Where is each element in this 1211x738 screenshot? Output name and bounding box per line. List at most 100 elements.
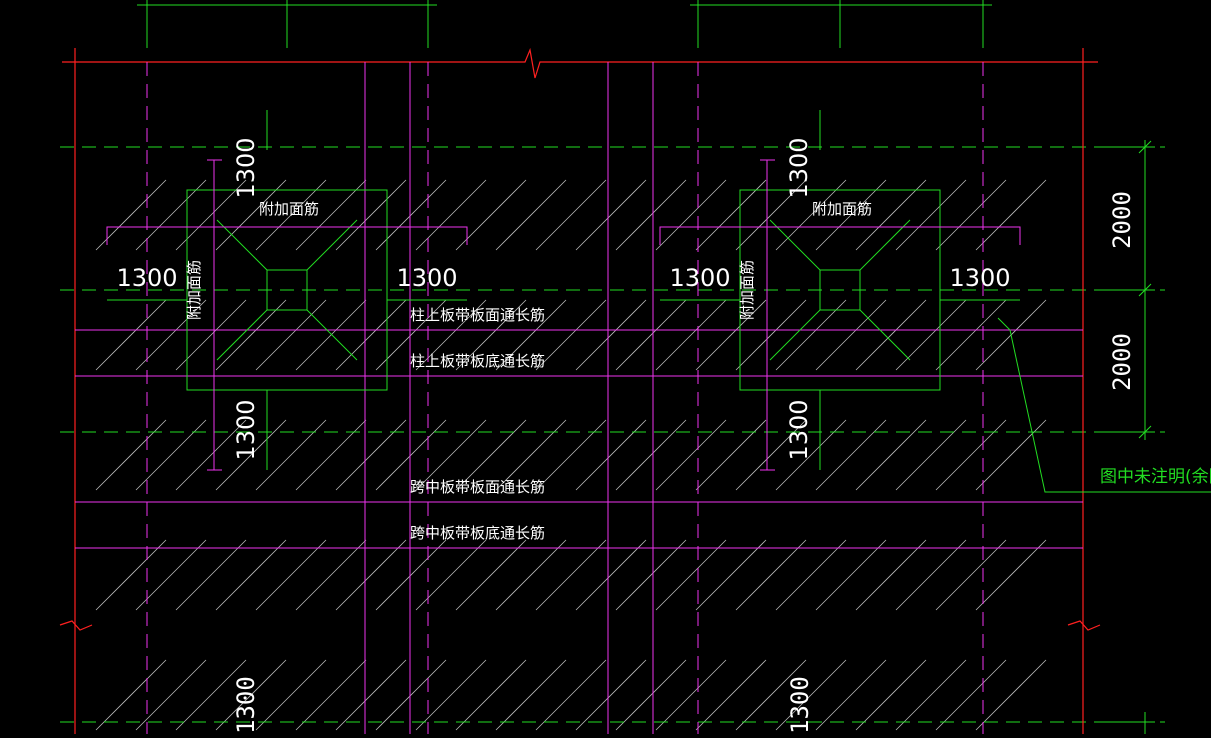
hatch-stroke bbox=[615, 539, 687, 611]
hatch-stroke bbox=[175, 179, 247, 251]
column-diagonal bbox=[306, 309, 358, 361]
hatch-stroke bbox=[175, 659, 247, 731]
hatch-stroke bbox=[815, 659, 887, 731]
column-square bbox=[819, 269, 861, 311]
hatch-stroke bbox=[495, 539, 567, 611]
drop-panel-outline bbox=[186, 189, 388, 391]
unlabeled-note-text: 图中未注明(余同) bbox=[1100, 467, 1211, 487]
hatch-stroke bbox=[215, 299, 287, 371]
hatch-stroke bbox=[495, 179, 567, 251]
top-dimension-lines bbox=[137, 0, 992, 48]
hatch-stroke bbox=[295, 659, 367, 731]
extra-top-bar-label: 附加面筋 bbox=[259, 200, 319, 218]
hatch-stroke bbox=[495, 299, 567, 371]
hatch-stroke bbox=[895, 179, 967, 251]
hatch-stroke bbox=[615, 179, 687, 251]
hatch-stroke bbox=[135, 539, 207, 611]
middle-strip-bottom-label: 跨中板带板底通长筋 bbox=[410, 524, 545, 542]
hatch-stroke bbox=[815, 539, 887, 611]
drop-panel-outline bbox=[739, 189, 941, 391]
hatch-stroke bbox=[255, 659, 327, 731]
column-diagonal bbox=[306, 219, 358, 271]
hatch-stroke bbox=[455, 299, 527, 371]
rebar-extension-label: 1300 bbox=[669, 264, 730, 292]
hatch-stroke bbox=[255, 539, 327, 611]
rebar-extension-label: 1300 bbox=[232, 399, 260, 460]
rebar-extension-label: 1300 bbox=[785, 137, 813, 198]
hatch-stroke bbox=[935, 539, 1007, 611]
hatch-stroke bbox=[215, 179, 287, 251]
slab-boundary bbox=[59, 47, 1101, 734]
hatch-stroke bbox=[815, 179, 887, 251]
column-strip-top-label: 柱上板带板面通长筋 bbox=[410, 306, 545, 324]
right-dimension bbox=[1100, 140, 1155, 734]
extra-bar-horizontal bbox=[659, 226, 1021, 245]
hatch-stroke bbox=[415, 659, 487, 731]
hatch-stroke bbox=[535, 179, 607, 251]
hatch-stroke bbox=[175, 419, 247, 491]
hatch-stroke bbox=[575, 539, 647, 611]
axis-lines bbox=[60, 146, 1165, 723]
rebar-extension-label: 1300 bbox=[232, 137, 260, 198]
hatch-stroke bbox=[135, 179, 207, 251]
hatch-stroke bbox=[855, 179, 927, 251]
hatch-stroke bbox=[215, 659, 287, 731]
hatch-stroke bbox=[335, 539, 407, 611]
hatch-stroke bbox=[535, 299, 607, 371]
hatch-stroke bbox=[935, 179, 1007, 251]
hatch-stroke bbox=[655, 659, 727, 731]
extra-top-bar-label: 附加面筋 bbox=[812, 200, 872, 218]
hatch-stroke bbox=[735, 659, 807, 731]
column-diagonal bbox=[216, 219, 268, 271]
hatch-stroke bbox=[695, 539, 767, 611]
hatch-stroke bbox=[215, 419, 287, 491]
hatch-stroke bbox=[375, 659, 447, 731]
hatch-stroke bbox=[575, 659, 647, 731]
hatch-stroke bbox=[95, 299, 167, 371]
column-square bbox=[266, 269, 308, 311]
column-diagonal bbox=[769, 219, 821, 271]
hatch-stroke bbox=[895, 659, 967, 731]
hatch-stroke bbox=[935, 659, 1007, 731]
hatch-stroke bbox=[215, 539, 287, 611]
hatch-stroke bbox=[95, 659, 167, 731]
hatch-stroke bbox=[735, 179, 807, 251]
hatch-stroke bbox=[655, 419, 727, 491]
rebar-extension-label: 1300 bbox=[116, 264, 177, 292]
column-diagonal bbox=[769, 309, 821, 361]
hatch-stroke bbox=[455, 179, 527, 251]
hatch-stroke bbox=[375, 299, 447, 371]
rebar-vertical-lines bbox=[146, 62, 984, 734]
hatch-stroke bbox=[295, 539, 367, 611]
hatch-stroke bbox=[775, 299, 847, 371]
hatch-stroke bbox=[455, 659, 527, 731]
column-diagonal bbox=[216, 309, 268, 361]
hatch-stroke bbox=[655, 539, 727, 611]
hatch-stroke bbox=[615, 659, 687, 731]
break-symbol-right bbox=[1067, 620, 1101, 631]
boundary-top bbox=[62, 47, 1098, 79]
hatch-stroke bbox=[255, 299, 327, 371]
hatch-stroke bbox=[855, 419, 927, 491]
rebar-extension-label: 1300 bbox=[949, 264, 1010, 292]
hatch-stroke bbox=[135, 659, 207, 731]
hatch-stroke bbox=[535, 659, 607, 731]
hatch-stroke bbox=[335, 179, 407, 251]
strip-width-lower-label: 2000 bbox=[1108, 333, 1136, 391]
extra-top-bar-label: 附加面筋 bbox=[185, 260, 203, 320]
hatch-stroke bbox=[735, 299, 807, 371]
extra-bar-horizontal bbox=[106, 226, 468, 245]
hatch-stroke bbox=[575, 179, 647, 251]
middle-strip-top-label: 跨中板带板面通长筋 bbox=[410, 478, 545, 496]
hatch-stroke bbox=[95, 179, 167, 251]
hatch-stroke bbox=[455, 419, 527, 491]
hatch-stroke bbox=[935, 299, 1007, 371]
hatch-stroke bbox=[895, 419, 967, 491]
hatch-stroke bbox=[175, 299, 247, 371]
bottom-right-dimension-label: 1300 bbox=[786, 676, 814, 734]
